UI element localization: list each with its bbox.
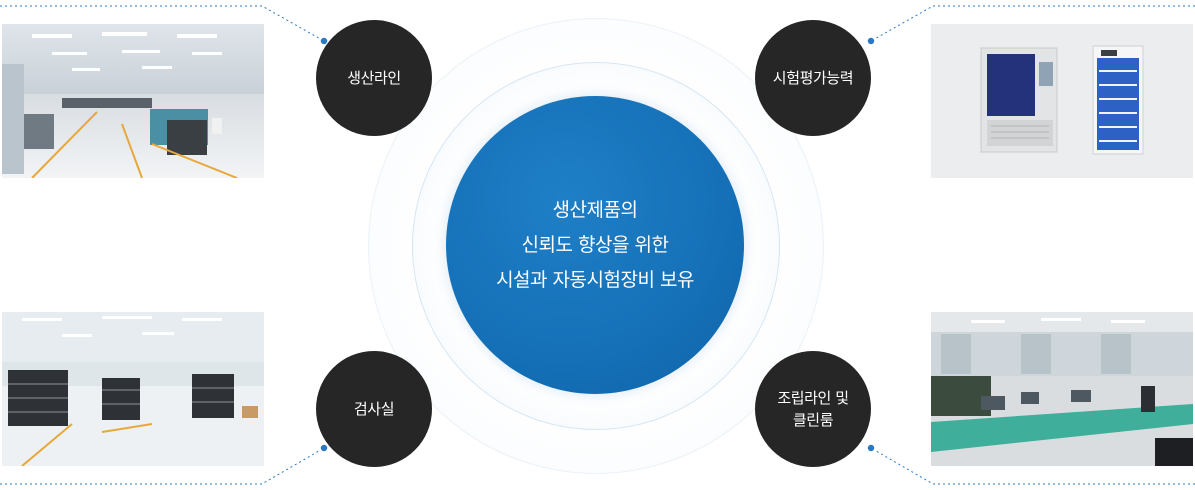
photo-assembly-cleanroom: [931, 312, 1193, 466]
node-label-line-1: 조립라인 및: [777, 389, 849, 407]
photo-inspection-room: [2, 312, 264, 466]
connector-dot-bottom-left: [319, 443, 329, 453]
photo-production-line: [2, 24, 264, 178]
center-text-line-1: 생산제품의: [552, 198, 638, 221]
connector-top-right: [870, 5, 1195, 42]
node-label: 생산라인: [347, 69, 401, 87]
node-production-line: 생산라인: [316, 20, 432, 136]
connector-dot-top-right: [866, 36, 876, 46]
node-label: 시험평가능력: [772, 69, 854, 87]
connector-bottom-right: [870, 447, 1195, 485]
center-text-line-2: 신뢰도 향상을 위한: [521, 233, 669, 256]
connector-top-left: [0, 5, 325, 42]
node-test-evaluation: 시험평가능력: [755, 20, 871, 136]
node-label-line-2: 클린룸: [792, 411, 834, 429]
photo-test-equipment: [931, 24, 1193, 178]
node-label: 검사실: [353, 400, 395, 418]
center-text-line-3: 시설과 자동시험장비 보유: [496, 268, 694, 291]
node-inspection-room: 검사실: [316, 351, 432, 467]
node-assembly-cleanroom: 조립라인 및 클린룸: [755, 351, 871, 467]
connector-bottom-left: [0, 447, 325, 485]
center-circle: 생산제품의 신뢰도 향상을 위한 시설과 자동시험장비 보유: [446, 96, 744, 394]
connector-dot-bottom-right: [866, 443, 876, 453]
